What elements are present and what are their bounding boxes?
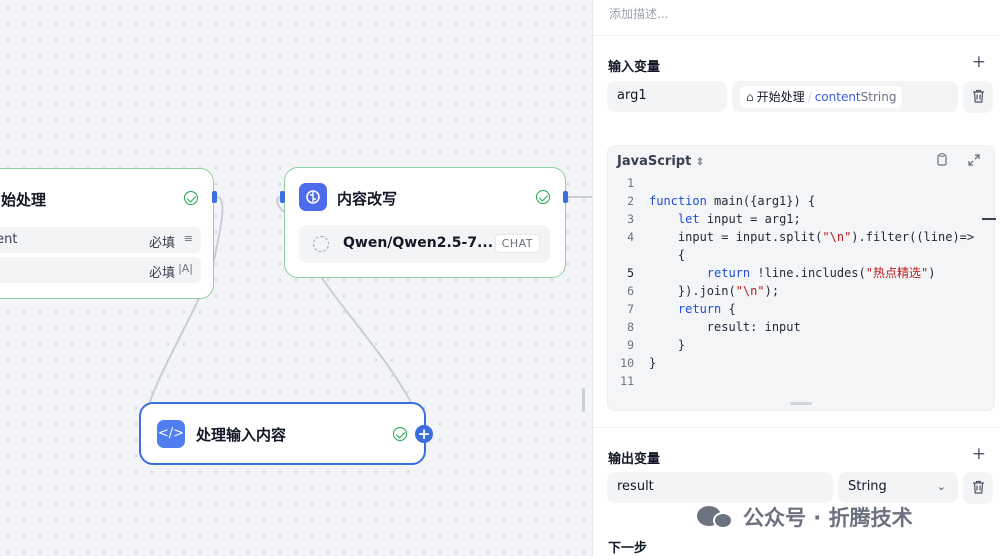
code-text: return { — [677, 302, 736, 316]
line-number: 5 — [627, 266, 634, 280]
code-text: } — [649, 356, 657, 370]
line-number: 1 — [627, 176, 634, 190]
watermark-text: 公众号 · 折腾技术 — [743, 506, 913, 530]
reference-chip[interactable]: ⌂开始处理/contentString — [740, 86, 903, 108]
code-line[interactable]: 10} — [608, 354, 996, 372]
code-text: { — [649, 248, 686, 262]
field-name: tent — [0, 232, 18, 247]
start-node-title: 始处理 — [1, 191, 47, 209]
code-icon: </> — [157, 420, 185, 448]
delete-input-var-icon[interactable] — [963, 81, 993, 113]
line-number: 2 — [627, 194, 634, 208]
workflow-canvas[interactable]: 始处理 tent 必填 ≡ e 必填 |A| 内容改写 Qwen/Qwen2.5… — [0, 0, 592, 556]
line-number: 7 — [627, 302, 634, 316]
start-field-row[interactable]: e 必填 |A| — [0, 257, 201, 283]
code-line[interactable]: 6 }).join("\n"); — [608, 282, 996, 300]
code-editor[interactable]: JavaScript ⇕ 1 2 function main({arg1}) { 3 … — [607, 145, 996, 411]
success-check-icon — [184, 191, 198, 205]
line-number: 4 — [627, 230, 634, 244]
language-selector[interactable]: JavaScript ⇕ — [617, 154, 704, 169]
code-line[interactable]: 7 return { — [608, 300, 996, 318]
code-text: input = input.split("\n").filter((line)=… — [649, 230, 975, 244]
node-config-panel: 添加描述... 输入变量 + arg1 ⌂开始处理/contentString … — [592, 0, 1000, 556]
next-step-title: 下一步 — [608, 541, 648, 556]
code-line[interactable]: 11 — [608, 372, 996, 390]
process-input-node[interactable]: </> 处理输入内容 — [139, 402, 426, 465]
code-line[interactable]: 9 } — [608, 336, 996, 354]
scroll-indicator — [982, 218, 996, 220]
input-vars-title: 输入变量 — [608, 60, 661, 75]
output-var-name-field[interactable]: result — [607, 472, 833, 503]
input-var-name-field[interactable]: arg1 — [607, 81, 727, 112]
add-input-var-icon[interactable]: + — [971, 52, 986, 72]
success-check-icon — [393, 427, 407, 441]
line-number: 9 — [627, 338, 634, 352]
output-var-name: result — [617, 479, 654, 494]
code-line[interactable]: 3 let input = arg1; — [608, 210, 996, 228]
start-node[interactable]: 始处理 tent 必填 ≡ e 必填 |A| — [0, 168, 214, 299]
add-output-var-icon[interactable]: + — [971, 444, 986, 464]
brain-icon — [299, 183, 327, 211]
field-required: 必填 — [148, 236, 175, 251]
line-number: 3 — [627, 212, 634, 226]
chevron-down-icon: ⌄ — [936, 480, 946, 493]
code-line[interactable]: 1 — [608, 174, 996, 192]
input-type-icon: |A| — [178, 262, 193, 275]
rewrite-node-input-handle[interactable] — [280, 191, 285, 203]
output-type-value: String — [848, 479, 887, 494]
rewrite-node[interactable]: 内容改写 Qwen/Qwen2.5-7... CHAT — [284, 167, 566, 278]
add-next-node-button[interactable]: + — [415, 425, 433, 443]
chat-tag: CHAT — [494, 234, 540, 253]
input-var-reference-field[interactable]: ⌂开始处理/contentString — [732, 81, 958, 112]
code-line[interactable]: 8 result: input — [608, 318, 996, 336]
editor-resize-handle[interactable] — [790, 402, 812, 405]
sort-icon: ⇕ — [695, 157, 705, 168]
line-number: 8 — [627, 320, 634, 334]
text-type-icon: ≡ — [183, 232, 193, 245]
code-toolbar — [936, 153, 980, 170]
code-text: function main({arg1}) { — [649, 194, 816, 208]
rewrite-node-output-handle[interactable] — [563, 191, 568, 203]
code-text: } — [649, 338, 686, 352]
panel-resize-handle[interactable] — [582, 388, 585, 412]
process-node-title: 处理输入内容 — [196, 426, 287, 444]
code-line[interactable]: 2 function main({arg1}) { — [608, 192, 996, 210]
copy-icon[interactable] — [936, 153, 952, 170]
expand-icon[interactable] — [968, 154, 980, 170]
home-icon: ⌂ — [746, 90, 754, 104]
code-line[interactable]: 4 input = input.split("\n").filter((line… — [608, 228, 996, 246]
code-line[interactable]: { — [608, 246, 996, 264]
divider — [593, 35, 1000, 36]
code-lines[interactable]: 1 2 function main({arg1}) { 3 let input = a… — [608, 174, 996, 390]
line-number: 6 — [627, 284, 634, 298]
line-number: 11 — [620, 374, 634, 388]
ref-var-name: content — [814, 90, 861, 104]
field-required: 必填 — [148, 266, 175, 281]
description-placeholder[interactable]: 添加描述... — [609, 7, 669, 21]
code-text: }).join("\n"); — [649, 284, 780, 298]
ref-node-name: 开始处理 — [756, 90, 805, 104]
watermark: 公众号 · 折腾技术 — [697, 502, 913, 532]
rewrite-node-title: 内容改写 — [337, 190, 398, 208]
output-vars-title: 输出变量 — [608, 452, 661, 467]
divider — [593, 427, 1000, 428]
output-type-select[interactable]: String ⌄ — [838, 472, 958, 503]
model-name: Qwen/Qwen2.5-7... — [343, 235, 494, 251]
code-text: result: input — [649, 320, 801, 334]
input-var-name: arg1 — [617, 88, 647, 103]
code-line[interactable]: 5 return !line.includes("热点精选") — [608, 264, 996, 282]
start-node-output-handle[interactable] — [212, 191, 217, 203]
success-check-icon — [536, 190, 550, 204]
code-text: let input = arg1; — [677, 212, 801, 226]
wechat-icon — [697, 504, 737, 530]
model-selector[interactable]: Qwen/Qwen2.5-7... CHAT — [299, 225, 550, 263]
delete-output-var-icon[interactable] — [963, 472, 993, 504]
line-number: 10 — [620, 356, 634, 370]
ref-var-type: String — [860, 90, 897, 104]
model-icon — [313, 236, 329, 252]
start-field-row[interactable]: tent 必填 ≡ — [0, 227, 201, 253]
code-text: return !line.includes("热点精选") — [706, 266, 936, 280]
language-label: JavaScript — [617, 154, 692, 169]
